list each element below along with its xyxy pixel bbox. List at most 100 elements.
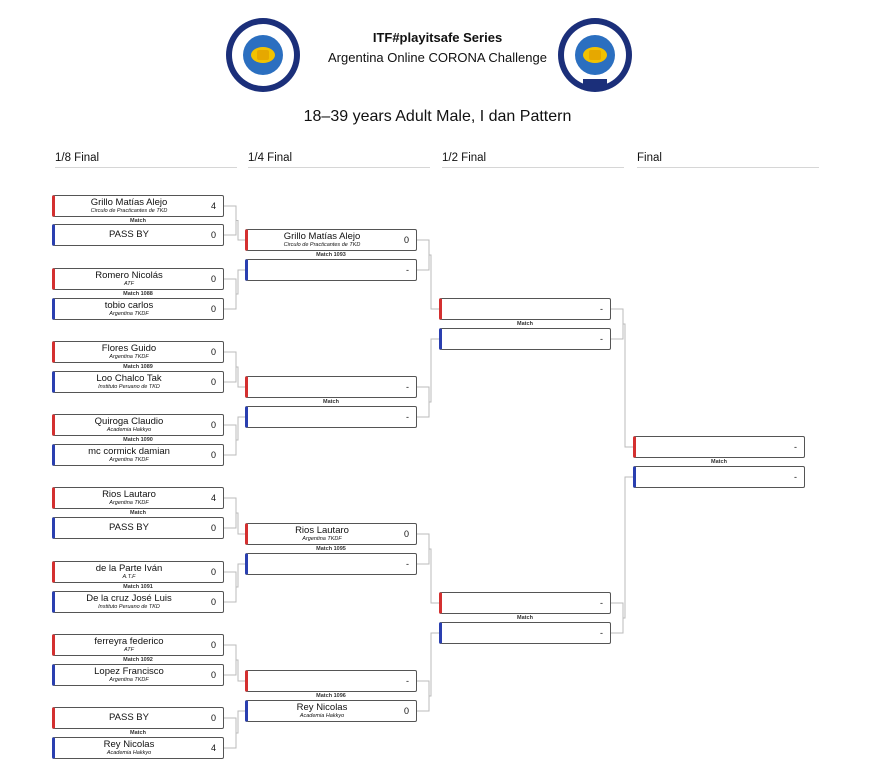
competitor-score: 0 — [210, 274, 216, 284]
r3-match-1-red-competitor[interactable]: - — [439, 298, 611, 320]
r4-match-1-blue-competitor[interactable]: - — [633, 466, 805, 488]
itf-logo-left — [226, 18, 300, 92]
r1-match-8-label: Match — [130, 730, 146, 736]
competitor-club: Academia Hakkyo — [106, 427, 152, 433]
r2-match-1-blue-competitor[interactable]: - — [245, 259, 417, 281]
competitor-club: Argentina TKDF — [109, 677, 149, 683]
r2-match-3-label: Match 1095 — [316, 546, 346, 552]
r3-match-1-blue-competitor[interactable]: - — [439, 328, 611, 350]
competitor-club: Academia Hakkyo — [106, 750, 152, 756]
r1-match-2-label: Match 1088 — [123, 291, 153, 297]
competitor-name: Lopez Francisco — [94, 666, 164, 677]
competitor-score: - — [406, 676, 409, 686]
competitor-score: - — [406, 382, 409, 392]
competitor-score: 0 — [210, 567, 216, 577]
competitor-name: Rey Nicolas — [296, 702, 348, 713]
competitor-score: - — [600, 598, 603, 608]
competitor-name: mc cormick damian — [88, 446, 170, 457]
competitor-name: ferreyra federico — [94, 636, 164, 647]
competitor-name: De la cruz José Luis — [86, 593, 172, 604]
r1-match-7-label: Match 1092 — [123, 657, 153, 663]
r3-match-2-blue-competitor[interactable]: - — [439, 622, 611, 644]
event-name: Argentina Online CORONA Challenge — [328, 50, 547, 65]
r1-match-5-blue-competitor[interactable]: PASS BY 0 — [52, 517, 224, 539]
round-header-final: Final — [637, 152, 819, 168]
competitor-score: 0 — [210, 597, 216, 607]
competitor-score: - — [600, 628, 603, 638]
r1-match-3-label: Match 1089 — [123, 364, 153, 370]
competitor-club: Circulo de Practicantes de TKD — [90, 208, 168, 214]
competitor-name: de la Parte Iván — [95, 563, 163, 574]
competitor-score: 0 — [210, 420, 216, 430]
competitor-score: 4 — [210, 493, 216, 503]
competitor-score: - — [794, 442, 797, 452]
competitor-name: Grillo Matías Alejo — [90, 197, 168, 208]
r3-match-2-red-competitor[interactable]: - — [439, 592, 611, 614]
round-header-1-8: 1/8 Final — [55, 152, 237, 168]
competitor-score: 0 — [210, 713, 216, 723]
competitor-name: Rey Nicolas — [103, 739, 155, 750]
r1-match-4-label: Match 1090 — [123, 437, 153, 443]
competitor-club: Argentina TKDF — [302, 536, 342, 542]
competitor-club: A.T.F — [122, 574, 136, 580]
competitor-name: Romero Nicolás — [95, 270, 163, 281]
r2-match-4-red-competitor[interactable]: - — [245, 670, 417, 692]
competitor-name: PASS BY — [109, 229, 149, 240]
round-header-1-4: 1/4 Final — [248, 152, 430, 168]
competitor-score: 0 — [210, 304, 216, 314]
r2-match-1-label: Match 1093 — [316, 252, 346, 258]
r1-match-1-label: Match — [130, 218, 146, 224]
r2-match-2-blue-competitor[interactable]: - — [245, 406, 417, 428]
competitor-club: Argentina TKDF — [109, 500, 149, 506]
competitor-score: 0 — [210, 670, 216, 680]
competitor-name: tobio carlos — [104, 300, 154, 311]
category-title: 18–39 years Adult Male, I dan Pattern — [303, 108, 572, 125]
competitor-score: 4 — [210, 743, 216, 753]
competitor-score: 0 — [403, 706, 409, 716]
competitor-club: Argentina TKDF — [109, 311, 149, 317]
competitor-score: - — [600, 304, 603, 314]
competitor-score: 0 — [210, 640, 216, 650]
competitor-score: 0 — [210, 523, 216, 533]
competitor-club: ATF — [124, 281, 134, 287]
competitor-score: 0 — [210, 377, 216, 387]
r2-match-2-label: Match — [323, 399, 339, 405]
competitor-name: Flores Guido — [101, 343, 157, 354]
competitor-name: Loo Chalco Tak — [96, 373, 162, 384]
itf-logo-right — [558, 18, 632, 92]
competitor-score: 4 — [210, 201, 216, 211]
competitor-score: - — [406, 412, 409, 422]
competitor-score: - — [794, 472, 797, 482]
r4-match-1-red-competitor[interactable]: - — [633, 436, 805, 458]
r4-match-1-label: Match — [711, 459, 727, 465]
competitor-club: Academia Hakkyo — [299, 713, 345, 719]
competitor-score: - — [600, 334, 603, 344]
r2-match-2-red-competitor[interactable]: - — [245, 376, 417, 398]
competitor-club: Argentina TKDF — [109, 457, 149, 463]
competitor-score: 0 — [403, 529, 409, 539]
competitor-name: Rios Lautaro — [295, 525, 349, 536]
competitor-score: 0 — [210, 347, 216, 357]
r3-match-1-label: Match — [517, 321, 533, 327]
competitor-name: PASS BY — [109, 522, 149, 533]
r2-match-3-blue-competitor[interactable]: - — [245, 553, 417, 575]
competitor-score: 0 — [403, 235, 409, 245]
